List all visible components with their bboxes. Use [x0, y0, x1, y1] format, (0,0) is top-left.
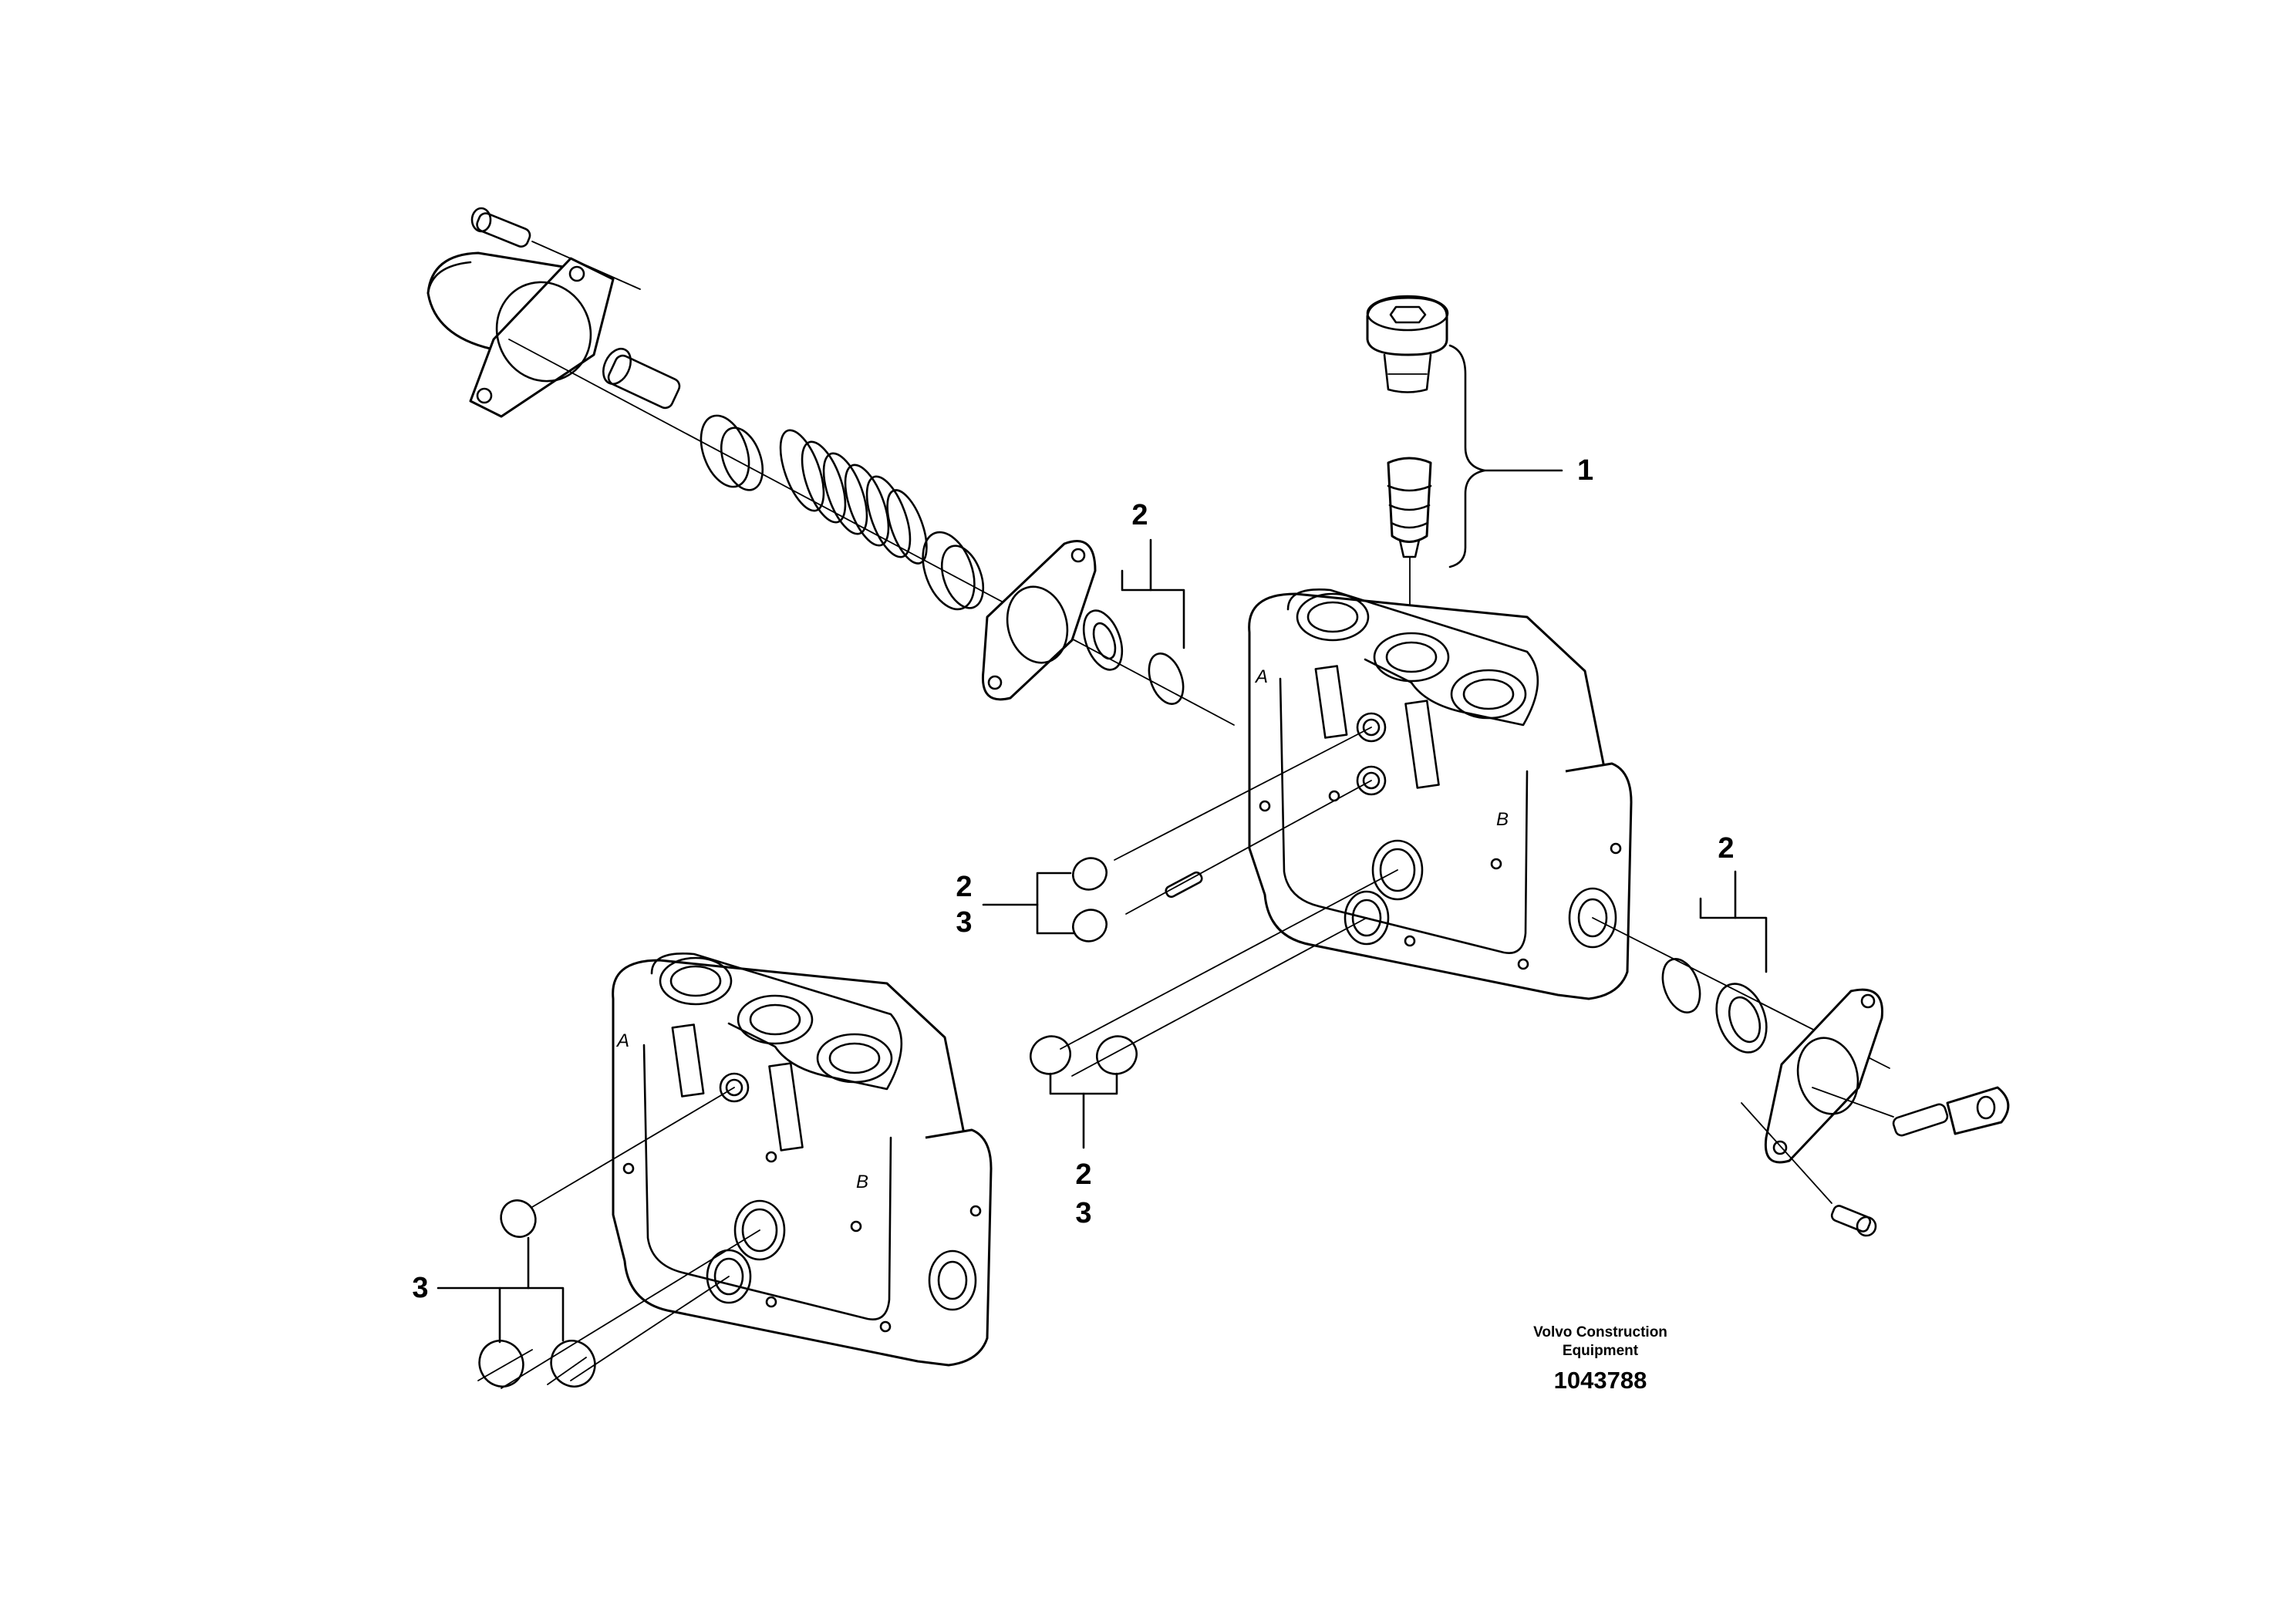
drawing-number: 1043788 [1554, 1367, 1647, 1394]
right-cap-assembly: 2 [1661, 832, 2010, 1237]
valve-section-lower: A B [612, 953, 993, 1367]
callout-label: 2 [1131, 499, 1148, 531]
callout-label: 3 [412, 1272, 428, 1304]
publisher-stamp: Volvo Construction Equipment 1043788 [1533, 1324, 1667, 1394]
port-mark-b: B [1496, 809, 1509, 830]
callout-label: 2 [1718, 832, 1734, 865]
port-mark-b: B [856, 1172, 868, 1192]
stamp-line-2: Equipment [1563, 1343, 1639, 1359]
callout-label: 2 [1075, 1158, 1091, 1191]
o-ring [1148, 653, 1185, 705]
spring [779, 429, 928, 565]
spring-stop [602, 347, 681, 410]
o-rings-lower: 3 [412, 1087, 760, 1389]
callout-2-top: 2 [1121, 499, 1185, 649]
callout-label: 2 [956, 871, 972, 903]
o-rings-left-upper: 2 3 [956, 857, 1203, 943]
relief-plug-assembly: 1 [1366, 295, 1593, 679]
stamp-line-1: Volvo Construction [1533, 1324, 1667, 1340]
callout-label: 3 [1075, 1197, 1091, 1229]
spring-cover [426, 251, 615, 418]
washer [1082, 609, 1124, 671]
port-mark-a: A [615, 1030, 629, 1051]
spring-assembly [426, 207, 1235, 726]
valve-section-upper: A B [1248, 588, 1633, 1000]
callout-label: 1 [1577, 454, 1593, 487]
spring-seat-1 [700, 414, 764, 491]
spring-seat-2 [922, 531, 985, 611]
port-mark-a: A [1254, 666, 1268, 687]
flange-plate [981, 540, 1097, 701]
o-rings-bottom-upper: 2 3 [1030, 1035, 1138, 1229]
callout-label: 3 [956, 906, 972, 939]
